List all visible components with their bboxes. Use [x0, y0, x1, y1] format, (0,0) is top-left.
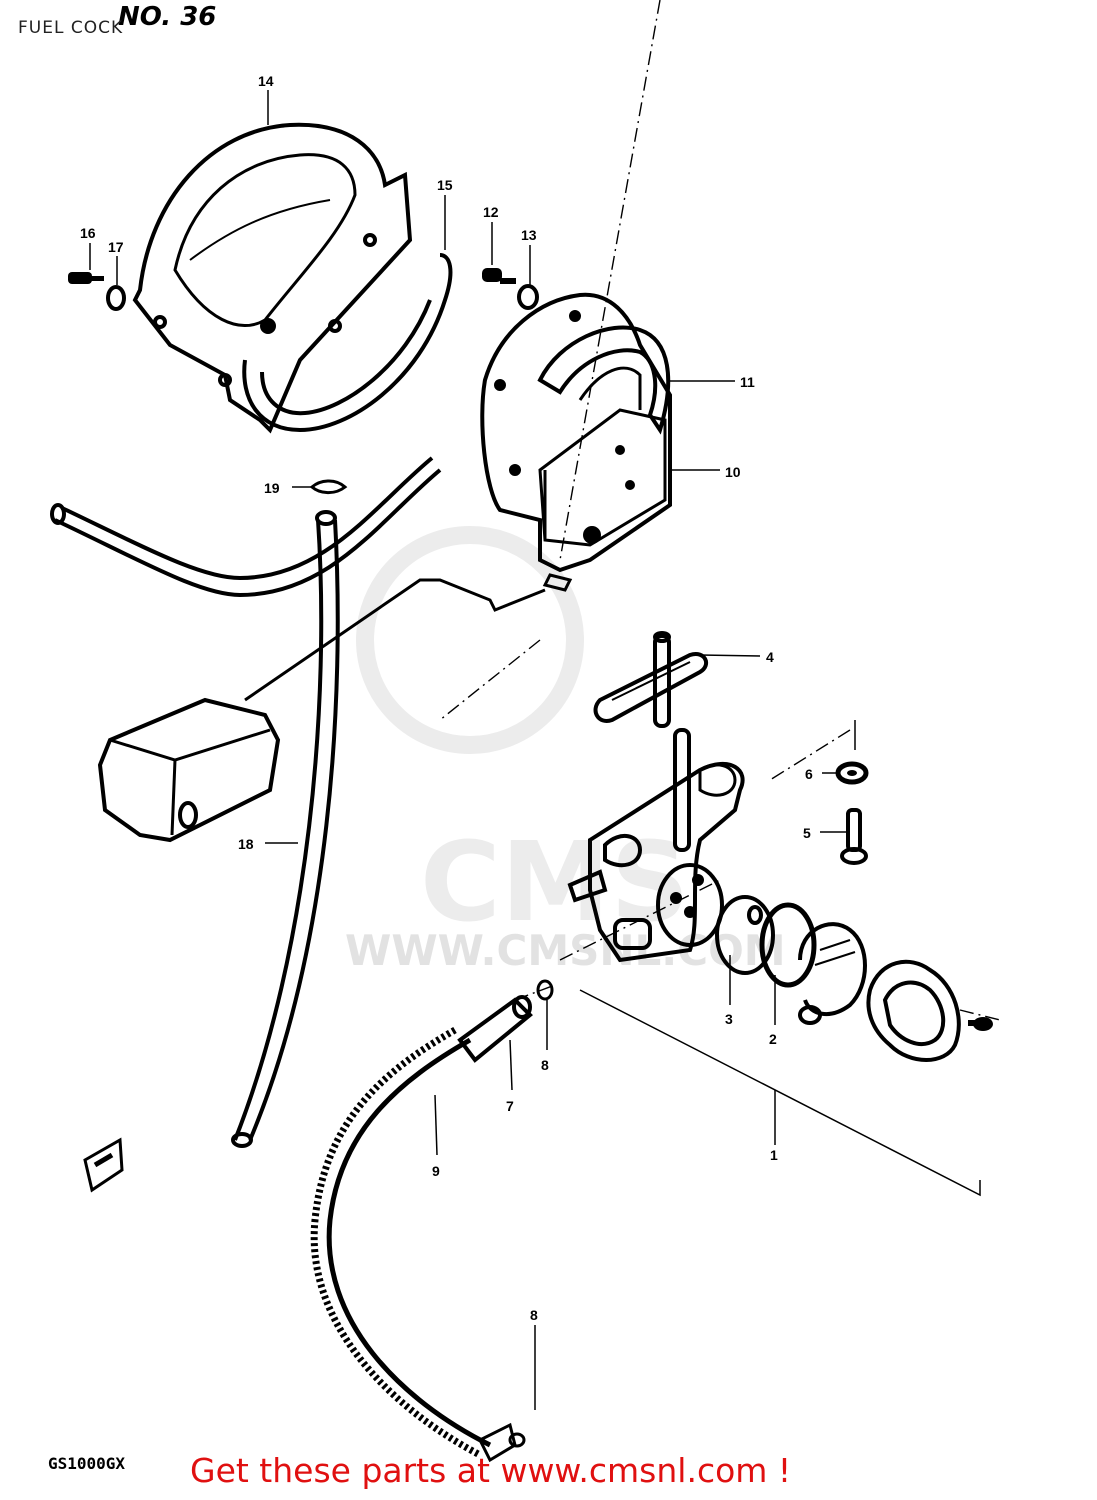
part-1-fuel-cock-body — [567, 728, 745, 963]
callout-2: 2 — [769, 1031, 777, 1047]
part-2-o-ring — [759, 902, 817, 988]
model-code: GS1000GX — [48, 1454, 126, 1473]
part-8-clip-lower — [508, 1432, 526, 1448]
callout-5: 5 — [803, 825, 811, 841]
part-14-cover — [132, 122, 413, 434]
leader-7 — [509, 1039, 513, 1091]
part-10-gauge-unit — [480, 292, 672, 592]
part-17-washer — [106, 285, 126, 311]
callout-1: 1 — [770, 1147, 778, 1163]
callout-16: 16 — [80, 225, 96, 241]
callout-17: 17 — [108, 239, 124, 255]
float-arm — [244, 578, 546, 702]
callout-12: 12 — [483, 204, 499, 220]
callout-8-upper: 8 — [541, 1057, 549, 1073]
breather-tube-upper — [50, 456, 442, 598]
center-line-gasket — [959, 1009, 1001, 1021]
part-6-washer — [835, 761, 869, 785]
part-8-clip-upper — [536, 979, 554, 1001]
part-18-tube — [231, 510, 340, 1148]
center-line-screw — [769, 729, 851, 781]
part-9-fuel-hose — [310, 1026, 517, 1463]
part-13-washer — [517, 284, 539, 310]
part-3-filter — [715, 895, 775, 975]
leader-lines — [89, 90, 981, 1410]
callout-3: 3 — [725, 1011, 733, 1027]
promo-link[interactable]: Get these parts at www.cmsnl.com ! — [190, 1451, 792, 1490]
bowl-screw — [968, 1017, 993, 1031]
callout-13: 13 — [521, 227, 537, 243]
callout-10: 10 — [725, 464, 741, 480]
sediment-bowl — [798, 922, 867, 1025]
part-15-gasket — [242, 253, 453, 433]
front-arrow-icon — [83, 1137, 124, 1193]
callout-19: 19 — [264, 480, 280, 496]
figure-number: NO. 36 — [118, 2, 217, 32]
page-title: FUEL COCK — [18, 18, 124, 38]
float — [97, 697, 281, 843]
center-line-mid — [439, 639, 541, 721]
part-11-flange-gasket — [537, 325, 671, 435]
part-5-screw — [840, 808, 868, 865]
leader-1-bracket — [579, 989, 981, 1197]
leader-4 — [699, 654, 761, 657]
part-16-screw — [68, 272, 104, 284]
bowl-gasket — [866, 959, 961, 1062]
callout-15: 15 — [437, 177, 453, 193]
part-4-lever — [593, 631, 709, 728]
callout-6: 6 — [805, 766, 813, 782]
watermark-logo: CMS — [420, 818, 689, 946]
part-19-clip — [309, 479, 348, 495]
watermark-mascot-head — [356, 526, 584, 754]
callout-8-lower: 8 — [530, 1307, 538, 1323]
part-12-screw — [482, 268, 516, 284]
callout-14: 14 — [258, 73, 274, 89]
part-7-hose-joint — [457, 995, 533, 1063]
watermark: CMS WWW.CMSNL.COM — [345, 526, 786, 975]
leader-9 — [434, 1094, 438, 1156]
center-line-upper — [559, 0, 661, 561]
callout-7: 7 — [506, 1098, 514, 1114]
callout-9: 9 — [432, 1163, 440, 1179]
callout-numbers: 14 15 16 17 12 13 11 10 19 4 6 5 18 3 2 … — [80, 73, 813, 1323]
callout-4: 4 — [766, 649, 774, 665]
callout-11: 11 — [740, 374, 755, 390]
callout-18: 18 — [238, 836, 254, 852]
